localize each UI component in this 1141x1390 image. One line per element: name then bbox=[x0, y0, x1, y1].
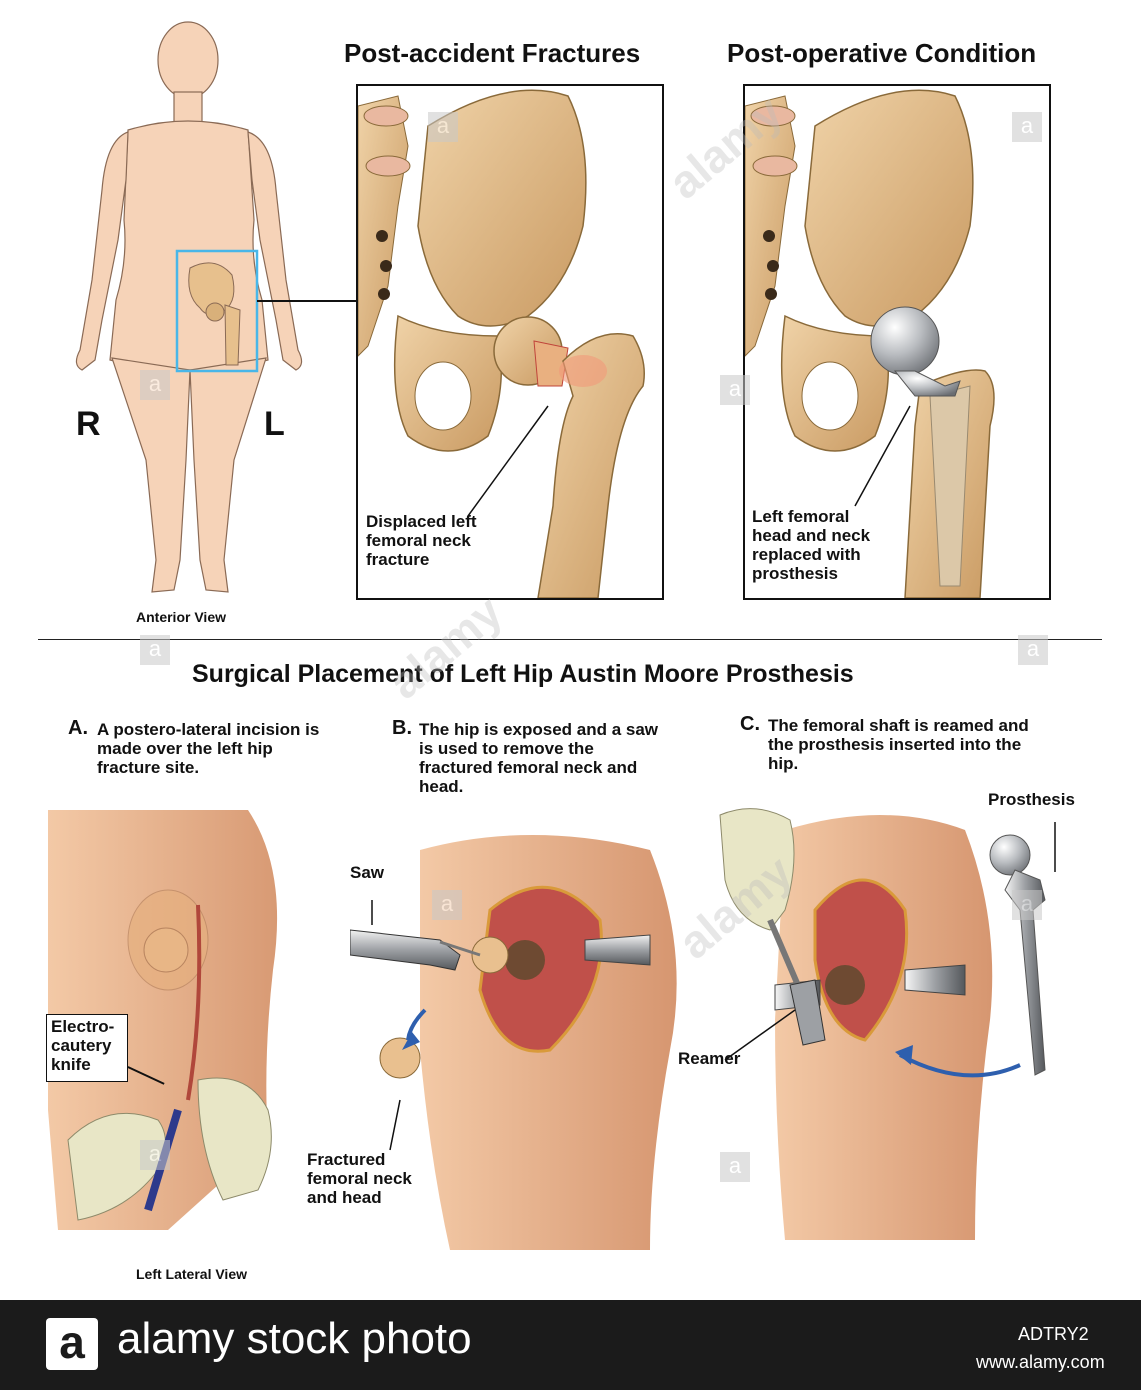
alamy-footer: a alamy stock photo ADTRY2 www.alamy.com bbox=[0, 1300, 1141, 1390]
step-c-letter: C. bbox=[740, 713, 760, 735]
watermark-glyph: a bbox=[428, 112, 458, 142]
hip-region-box bbox=[175, 249, 259, 373]
fracture-pointer-line bbox=[467, 405, 549, 517]
fracture-label: Displaced left femoral neck fracture bbox=[366, 512, 477, 569]
lateral-view-caption: Left Lateral View bbox=[136, 1266, 248, 1282]
reamer-label: Reamer bbox=[678, 1049, 741, 1068]
postop-hip-illustration bbox=[745, 89, 995, 598]
prosthesis-replaced-label: Left femoral head and neck replaced with… bbox=[752, 507, 871, 583]
prosthesis-pointer-line bbox=[854, 405, 911, 507]
watermark-glyph: a bbox=[140, 1140, 170, 1170]
watermark-glyph: a bbox=[720, 1152, 750, 1182]
alamy-logo-icon: a bbox=[46, 1318, 98, 1370]
step-c-text: The femoral shaft is reamed and the pros… bbox=[768, 716, 1029, 773]
saw-exposure-illustration bbox=[350, 835, 677, 1250]
saw-label: Saw bbox=[350, 863, 385, 882]
alamy-url: www.alamy.com bbox=[976, 1352, 1105, 1372]
image-code: ADTRY2 bbox=[1018, 1324, 1089, 1344]
surgery-title: Surgical Placement of Left Hip Austin Mo… bbox=[192, 660, 854, 688]
hip-inset-bones bbox=[188, 262, 241, 366]
postop-panel bbox=[743, 84, 1051, 600]
step-b-letter: B. bbox=[392, 717, 412, 739]
watermark-glyph: a bbox=[432, 890, 462, 920]
watermark-glyph: a bbox=[1012, 112, 1042, 142]
anterior-view-caption: Anterior View bbox=[136, 609, 226, 625]
fractured-head-label: Fractured femoral neck and head bbox=[307, 1150, 412, 1207]
connector-line bbox=[257, 300, 357, 302]
watermark-glyph: a bbox=[1012, 890, 1042, 920]
alamy-brand-text: alamy stock photo bbox=[117, 1314, 472, 1363]
anterior-body-figure bbox=[75, 21, 303, 593]
knife-label: Electro-cautery knife bbox=[51, 1017, 115, 1074]
fractures-title: Post-accident Fractures bbox=[344, 38, 641, 68]
step-a-text: A postero-lateral incision is made over … bbox=[97, 720, 320, 777]
left-side-letter: L bbox=[264, 405, 285, 443]
fracture-panel bbox=[356, 84, 664, 600]
watermark-glyph: a bbox=[140, 370, 170, 400]
right-side-letter: R bbox=[76, 405, 101, 443]
knife-label-box: Electro-cautery knife bbox=[46, 1014, 128, 1082]
fracture-hip-illustration bbox=[358, 89, 645, 598]
lateral-incision-illustration bbox=[48, 810, 278, 1230]
watermark-glyph: a bbox=[720, 375, 750, 405]
step-b-text: The hip is exposed and a saw is used to … bbox=[419, 720, 659, 796]
section-divider bbox=[38, 639, 1102, 640]
watermark-word: alamy bbox=[378, 585, 512, 709]
watermark-glyph: a bbox=[1018, 635, 1048, 665]
reamer-prosthesis-illustration bbox=[719, 808, 1056, 1240]
prosthesis-label: Prosthesis bbox=[988, 790, 1075, 809]
postop-title: Post-operative Condition bbox=[727, 38, 1037, 68]
step-a-letter: A. bbox=[68, 717, 88, 739]
watermark-glyph: a bbox=[140, 635, 170, 665]
